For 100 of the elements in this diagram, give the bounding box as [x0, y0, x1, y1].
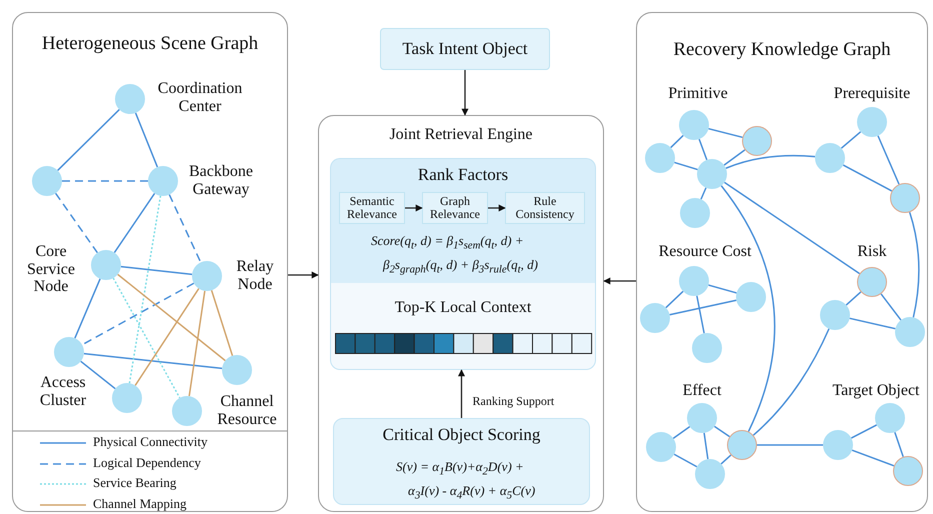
- scoring-box: [333, 418, 590, 505]
- legend-label: Physical Connectivity: [93, 435, 208, 450]
- node-label: Task Intent Object: [402, 40, 528, 58]
- connector-line: [665, 290, 684, 308]
- heading: Heterogeneous Scene Graph: [40, 33, 260, 55]
- connector-line: [674, 162, 698, 170]
- graph-node-circle: [695, 459, 725, 489]
- graph-node-circle: [823, 430, 853, 460]
- connector-line: [672, 426, 690, 439]
- graph-node-circle: [697, 159, 727, 189]
- arrow: [288, 272, 319, 278]
- connector-line: [850, 424, 878, 439]
- connector-line: [168, 194, 202, 263]
- group-label: Resource Cost: [658, 243, 752, 261]
- graph-node-circle: [820, 300, 850, 330]
- connector-line: [720, 185, 776, 432]
- connector-line: [700, 187, 707, 200]
- graph-node-circle: [857, 267, 887, 297]
- graph-node-circle: [679, 266, 709, 296]
- graph-node-circle: [895, 317, 925, 347]
- graph-node-circle: [687, 403, 717, 433]
- graph-node-circle: [692, 333, 722, 363]
- connector-line: [134, 288, 200, 386]
- group-label: Primitive: [668, 85, 728, 103]
- group-label: Target Object: [832, 382, 920, 400]
- graph-node-circle: [646, 432, 676, 462]
- graph-node-circle: [857, 107, 887, 137]
- graph-node-circle: [172, 396, 202, 426]
- group-label: Risk: [857, 243, 887, 261]
- connector-line: [708, 284, 737, 294]
- engine-panel: [318, 115, 604, 512]
- connector-line: [842, 164, 892, 192]
- connector-line: [80, 360, 116, 390]
- connector-line: [57, 109, 120, 171]
- connector-line: [908, 212, 920, 318]
- edge-label: Ranking Support: [472, 395, 554, 408]
- connector-line: [724, 182, 860, 274]
- graph-node-circle: [680, 198, 710, 228]
- connector-line: [120, 266, 192, 276]
- node-label: Semantic Relevance: [346, 195, 398, 221]
- connector-line: [210, 290, 234, 356]
- task-box: [380, 28, 550, 70]
- node-caption: Core Service Node: [26, 243, 76, 296]
- legend-label: Channel Mapping: [93, 496, 187, 511]
- connector-line: [114, 192, 156, 254]
- graph-node-circle: [875, 403, 905, 433]
- group-label: Prerequisite: [834, 85, 910, 103]
- connector-line: [724, 149, 746, 166]
- connector-line: [670, 134, 684, 148]
- node-label: Graph Relevance: [429, 195, 481, 221]
- formula: S(v) = α$_{1}$B(v)+α$_{2}$D(v) + α$_{3}$I(v) - α$_{4}$R(v) + α$_{5}$C(v): [396, 458, 536, 504]
- panel: [12, 12, 288, 512]
- factor-box: [422, 192, 488, 224]
- node-caption: Access Cluster: [38, 374, 88, 410]
- graph-node-circle: [727, 430, 757, 460]
- connector-line: [708, 128, 743, 138]
- graph-node-circle: [742, 126, 772, 156]
- arrow: [458, 369, 465, 418]
- arrow: [405, 204, 423, 212]
- heading: Top-K Local Context: [394, 299, 532, 318]
- graph-node-circle: [645, 143, 675, 173]
- factor-box: [505, 192, 585, 224]
- connector-line: [720, 454, 732, 464]
- formula: Score(q$_{t}$, d) = β$_{1}$s$_{sem}$(q$_{t}$, d) + β$_{2}$s$_{graph}$(q$_{t}$, d) + β$_{3}$s$_{rule}$(q$_{t}$, d): [371, 232, 539, 278]
- connector-line: [880, 293, 902, 321]
- graph-node-circle: [893, 456, 923, 486]
- node-caption: Coordination Center: [156, 80, 244, 116]
- arrow: [603, 278, 636, 284]
- connector-line: [698, 138, 708, 160]
- arrow: [462, 70, 468, 116]
- connector-line: [726, 154, 816, 169]
- connector-line: [82, 282, 194, 346]
- graph-node-circle: [815, 143, 845, 173]
- rank-factors-box: [330, 158, 596, 283]
- node-label: Rule Consistency: [514, 195, 576, 221]
- connector-line: [128, 196, 162, 384]
- connector-line: [714, 426, 730, 438]
- connector-line: [112, 278, 180, 398]
- heading: Joint Retrieval Engine: [388, 126, 534, 144]
- node-caption: Relay Node: [235, 258, 275, 294]
- connector-line: [117, 274, 226, 362]
- connector-line: [674, 454, 698, 468]
- graph-node-circle: [112, 383, 142, 413]
- node-caption: Backbone Gateway: [188, 163, 254, 198]
- connector-line: [670, 299, 736, 316]
- panel: [636, 12, 928, 512]
- factor-box: [339, 192, 405, 224]
- connector-line: [757, 444, 823, 446]
- graph-node-circle: [890, 183, 920, 213]
- connector-line: [840, 131, 862, 149]
- graph-node-circle: [736, 282, 766, 312]
- heading: Rank Factors: [416, 165, 510, 185]
- connector-line: [877, 135, 900, 185]
- connector-line: [62, 180, 148, 182]
- connector-line: [852, 450, 894, 466]
- connector-line: [894, 432, 904, 458]
- connector-line: [55, 192, 98, 254]
- node-caption: Channel Resource: [216, 393, 278, 428]
- legend-label: Service Bearing: [93, 476, 176, 490]
- context-box: [330, 283, 596, 370]
